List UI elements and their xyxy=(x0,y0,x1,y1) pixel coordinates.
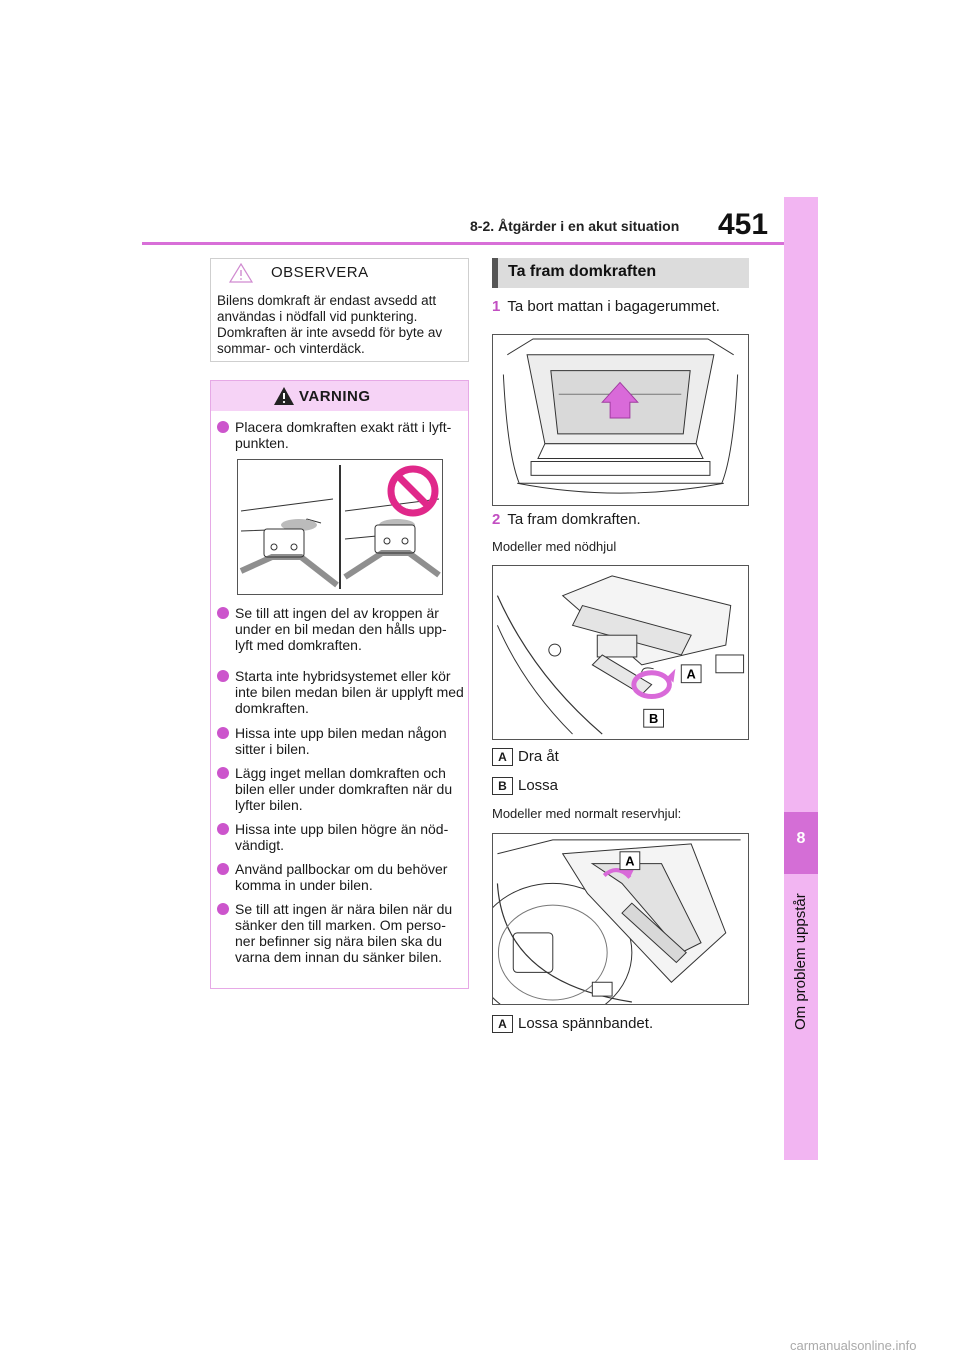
bullet-dot-icon xyxy=(217,863,229,875)
warning-box: VARNING Placera domkraften exakt rätt i … xyxy=(210,380,469,989)
jack-fullspare-figure: A xyxy=(492,833,749,1005)
svg-text:A: A xyxy=(687,667,696,682)
notice-box: OBSERVERA Bilens domkraft är endast avse… xyxy=(210,258,469,362)
section-header: 8-2. Åtgärder i en akut situation xyxy=(470,218,680,234)
warning-header: VARNING xyxy=(211,381,468,411)
page-number: 451 xyxy=(718,208,769,241)
section-heading-bar: Ta fram domkraften xyxy=(492,258,749,288)
warning-bullet: Använd pallbockar om du behöver komma in… xyxy=(217,861,465,893)
notice-title: OBSERVERA xyxy=(271,264,369,281)
chapter-tab-box xyxy=(784,812,818,874)
footer-watermark: carmanualsonline.info xyxy=(790,1338,917,1353)
bullet-dot-icon xyxy=(217,421,229,433)
warning-bullet: Se till att ingen del av kroppen är unde… xyxy=(217,605,465,653)
label-key: A xyxy=(492,748,513,767)
warning-bullet: Placera domkraften exakt rätt i lyft- pu… xyxy=(217,419,465,451)
warning-bullet: Hissa inte upp bilen högre än nöd- vändi… xyxy=(217,821,465,853)
notice-header: OBSERVERA xyxy=(211,259,468,287)
jack-placement-figure xyxy=(237,459,443,595)
bullet-dot-icon xyxy=(217,727,229,739)
label-key: A xyxy=(492,1015,513,1034)
warning-bullet: Se till att ingen är nära bilen när du s… xyxy=(217,901,465,965)
header-divider xyxy=(142,242,784,245)
warning-bullet: Hissa inte upp bilen medan någon sitter … xyxy=(217,725,465,757)
variant-heading: Modeller med normalt reservhjul: xyxy=(492,806,682,821)
bullet-dot-icon xyxy=(217,670,229,682)
trunk-figure xyxy=(492,334,749,506)
warning-title: VARNING xyxy=(299,388,371,405)
jack-spare-figure: A B xyxy=(492,565,749,740)
bullet-dot-icon xyxy=(217,767,229,779)
bullet-dot-icon xyxy=(217,903,229,915)
svg-text:A: A xyxy=(625,854,634,869)
notice-text: Bilens domkraft är endast avsedd att anv… xyxy=(217,293,443,356)
chapter-label: Om problem uppstår xyxy=(792,893,809,1030)
warning-bullet: Starta inte hybridsystemet eller kör int… xyxy=(217,668,465,716)
caution-triangle-icon xyxy=(229,263,253,283)
bullet-dot-icon xyxy=(217,823,229,835)
chapter-tab-strip xyxy=(784,197,818,1160)
warning-bullet: Lägg inget mellan domkraften och bilen e… xyxy=(217,765,465,813)
warning-triangle-icon xyxy=(274,387,294,405)
variant-heading: Modeller med nödhjul xyxy=(492,539,617,554)
bullet-dot-icon xyxy=(217,607,229,619)
svg-text:B: B xyxy=(649,711,658,726)
label-key: B xyxy=(492,777,513,796)
chapter-number: 8 xyxy=(796,830,806,847)
section-title: Ta fram domkraften xyxy=(508,263,657,280)
